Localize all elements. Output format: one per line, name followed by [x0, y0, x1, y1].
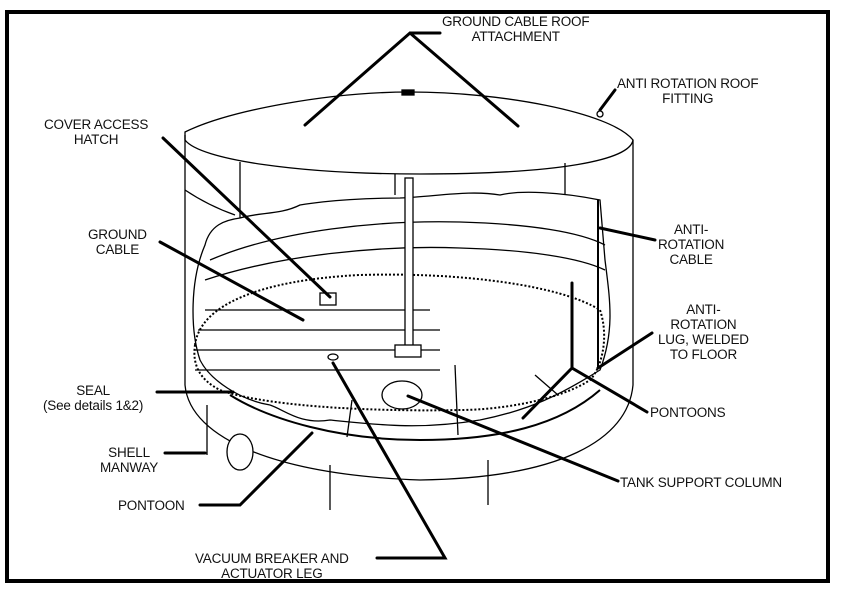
label-anti-rotation-lug: ANTI- ROTATION LUG, WELDED TO FLOOR — [658, 302, 749, 362]
label-ground-cable-roof-attachment: GROUND CABLE ROOF ATTACHMENT — [442, 14, 590, 44]
label-line: ANTI- — [673, 222, 709, 237]
label-line: GROUND CABLE ROOF — [442, 14, 590, 29]
label-pontoons: PONTOONS — [650, 405, 726, 420]
label-line: SEAL — [76, 383, 110, 398]
label-line: ANTI ROTATION ROOF — [617, 76, 759, 91]
label-line: ACTUATOR LEG — [221, 566, 323, 581]
tank-roof — [184, 91, 634, 175]
label-line: TANK SUPPORT COLUMN — [620, 475, 782, 490]
shell-manway-graphic — [226, 433, 254, 471]
label-line: ROTATION — [670, 317, 737, 332]
label-line: MANWAY — [100, 460, 159, 475]
label-shell-manway: SHELL MANWAY — [100, 445, 158, 475]
label-line: ANTI- — [686, 302, 721, 317]
label-ground-cable: GROUND CABLE — [88, 227, 147, 257]
label-line: COVER ACCESS — [44, 117, 149, 132]
label-line: PONTOONS — [650, 405, 726, 420]
leader-tank-support-column — [406, 394, 620, 483]
leader-pontoons — [521, 281, 649, 420]
support-column — [404, 177, 414, 357]
label-line: GROUND — [88, 227, 147, 242]
label-line: HATCH — [73, 132, 119, 147]
leader-anti-rotation-lug — [596, 331, 654, 370]
label-line: CABLE — [95, 242, 140, 257]
label-anti-rotation-roof-fitting: ANTI ROTATION ROOF FITTING — [617, 76, 759, 106]
leader-pontoon — [198, 431, 314, 507]
label-line: TO FLOOR — [669, 347, 737, 362]
leader-anti-rotation-fitting — [598, 88, 617, 112]
label-line: SHELL — [108, 445, 150, 460]
label-pontoon: PONTOON — [118, 498, 185, 513]
label-line: PONTOON — [118, 498, 185, 513]
label-cover-access-hatch: COVER ACCESS HATCH — [44, 117, 148, 147]
label-line: CABLE — [669, 252, 713, 267]
label-line: LUG, WELDED — [658, 332, 749, 347]
leader-vacuum-breaker — [331, 361, 448, 560]
label-line: ROTATION — [658, 237, 725, 252]
leader-ground-cable — [158, 240, 305, 322]
label-line: FITTING — [662, 91, 714, 106]
leader-ground-cable-roof — [303, 31, 520, 128]
leader-cover-access-hatch — [161, 136, 332, 299]
leader-anti-rotation-cable — [598, 226, 657, 242]
label-line: ATTACHMENT — [471, 29, 560, 44]
label-line: VACUUM BREAKER AND — [195, 551, 349, 566]
label-seal: SEAL (See details 1&2) — [43, 383, 143, 413]
label-vacuum-breaker: VACUUM BREAKER AND ACTUATOR LEG — [195, 551, 349, 581]
seal-ring — [193, 273, 606, 412]
pontoon-ring — [229, 389, 601, 442]
label-tank-support-column: TANK SUPPORT COLUMN — [620, 475, 782, 490]
label-line: (See details 1&2) — [43, 398, 144, 413]
label-anti-rotation-cable: ANTI- ROTATION CABLE — [658, 222, 724, 267]
